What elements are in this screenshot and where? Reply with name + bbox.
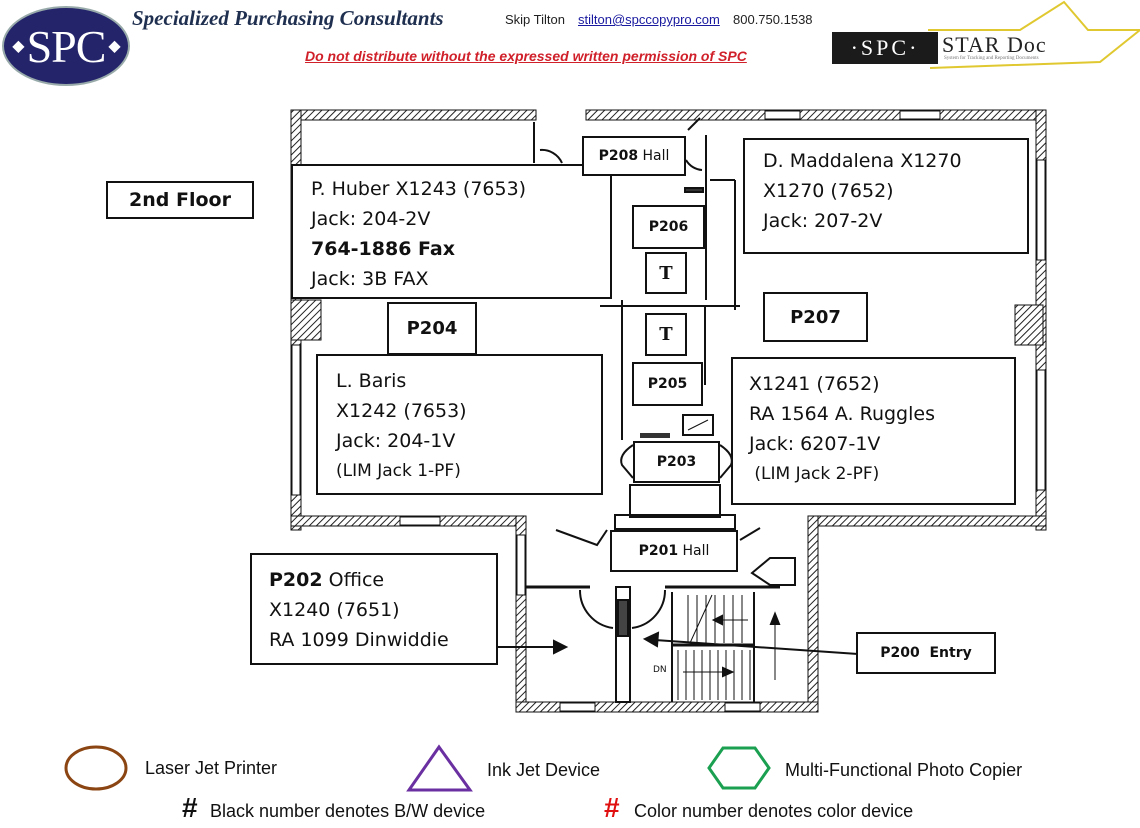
baris-lim-jack: (LIM Jack 1-PF) — [336, 461, 461, 481]
room-p205: P205 — [632, 362, 703, 406]
p202-room-type: Office — [322, 569, 385, 591]
ruggles-lim-jack: (LIM Jack 2-PF) — [749, 464, 880, 484]
bw-hash-icon: # — [182, 792, 198, 823]
inkjet-triangle-icon — [406, 744, 473, 792]
stardoc-logo-title: STAR Doc — [942, 32, 1047, 57]
ruggles-jack: Jack: 6207-1V — [749, 433, 881, 455]
room-p202-label: P202 Office X1240 (7651) RA 1099 Dinwidd… — [250, 553, 498, 665]
toilet-2-icon: T — [645, 313, 687, 356]
direction-arrows — [455, 611, 859, 680]
p201-type: Hall — [678, 543, 710, 559]
room-p207: P207 — [763, 292, 868, 342]
huber-name-ext: P. Huber X1243 (7653) — [311, 178, 527, 200]
p202-occupant: RA 1099 Dinwiddie — [269, 629, 449, 651]
baris-name: L. Baris — [336, 370, 407, 392]
logo-text: SPC — [26, 20, 107, 72]
floor-label: 2nd Floor — [106, 181, 254, 219]
legend-bw-label: Black number denotes B/W device — [210, 801, 486, 821]
toilet-1-icon: T — [645, 252, 687, 294]
ruggles-ext: X1241 (7652) — [749, 373, 880, 395]
room-p200-entry: P200 Entry — [856, 632, 996, 674]
maddalena-ext: X1270 (7652) — [763, 180, 894, 202]
p200-id: P200 — [880, 645, 920, 661]
p202-room-id: P202 — [269, 569, 323, 591]
room-baris-label: L. Baris X1242 (7653) Jack: 204-1V (LIM … — [316, 354, 603, 495]
maddalena-name-ext: D. Maddalena X1270 — [763, 150, 962, 172]
legend-laser-label: Laser Jet Printer — [145, 758, 278, 778]
legend-mfp-label: Multi-Functional Photo Copier — [785, 760, 1023, 780]
huber-fax: 764-1886 Fax — [311, 238, 455, 260]
legend-inkjet-label: Ink Jet Device — [487, 760, 601, 780]
stardoc-logo-spc: ·SPC· — [832, 32, 938, 64]
distribution-warning: Do not distribute without the expressed … — [305, 48, 747, 64]
color-hash-icon: # — [604, 792, 620, 823]
room-p208-hall: P208 Hall — [582, 136, 686, 176]
contact-name: Skip Tilton — [505, 12, 565, 27]
mfp-hexagon-icon — [707, 746, 771, 790]
room-ruggles-label: X1241 (7652) RA 1564 A. Ruggles Jack: 62… — [731, 357, 1016, 505]
legend-color-label: Color number denotes color device — [634, 801, 914, 821]
star-icon — [928, 0, 1140, 69]
p202-ext: X1240 (7651) — [269, 599, 400, 621]
logo-dot-icon: ◆ — [12, 38, 24, 55]
ruggles-name: RA 1564 A. Ruggles — [749, 403, 935, 425]
laser-printer-circle-icon — [64, 745, 128, 791]
room-huber-label: P. Huber X1243 (7653) Jack: 204-2V 764-1… — [291, 164, 612, 299]
p200-type: Entry — [919, 645, 972, 661]
company-name: Specialized Purchasing Consultants — [132, 6, 444, 30]
spc-logo: ◆ SPC ◆ — [2, 6, 130, 86]
room-p201-hall: P201 Hall — [610, 530, 738, 572]
huber-fax-jack: Jack: 3B FAX — [311, 268, 429, 290]
room-p206: P206 — [632, 205, 705, 249]
stairs-dn-label: DN — [653, 665, 667, 675]
room-p203: P203 — [633, 441, 720, 483]
contact-email-link[interactable]: stilton@spccopypro.com — [578, 12, 720, 27]
stardoc-tagline: System for Tracking and Reporting Docume… — [944, 56, 1039, 61]
p208-type: Hall — [638, 148, 670, 164]
huber-jack: Jack: 204-2V — [311, 208, 431, 230]
maddalena-jack: Jack: 207-2V — [763, 210, 883, 232]
contact-phone: 800.750.1538 — [733, 12, 813, 27]
baris-jack: Jack: 204-1V — [336, 430, 456, 452]
room-maddalena-label: D. Maddalena X1270 X1270 (7652) Jack: 20… — [743, 138, 1029, 254]
logo-dot-icon: ◆ — [108, 38, 120, 55]
p208-id: P208 — [598, 148, 639, 164]
baris-ext: X1242 (7653) — [336, 400, 467, 422]
room-p204: P204 — [387, 302, 477, 355]
p201-id: P201 — [638, 543, 679, 559]
